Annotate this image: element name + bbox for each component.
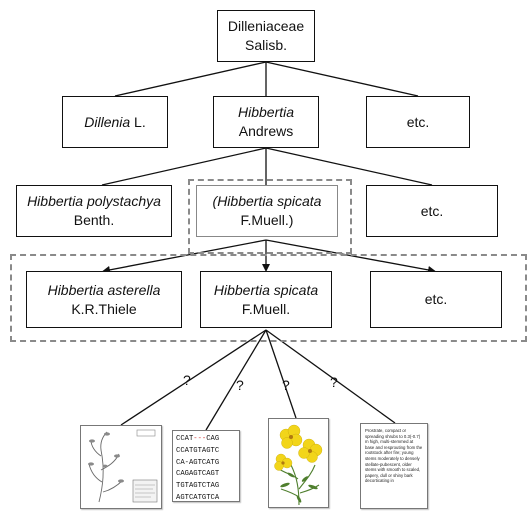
dna-sequence-panel xyxy=(172,430,240,502)
node-polystachya-name: Hibbertia polystachya xyxy=(27,193,161,209)
question-mark-specimen: ? xyxy=(183,372,191,388)
node-species-etc-label: etc. xyxy=(420,202,444,219)
node-spicata-author: F.Muell. xyxy=(241,300,291,317)
node-dilleniaceae: Dilleniaceae Salisb. xyxy=(217,10,315,62)
sequence-line-4: CAGAGTCAGT xyxy=(176,470,220,479)
node-hibbertia-author: Andrews xyxy=(238,123,294,139)
edge-to-sequence xyxy=(205,329,267,431)
herbarium-specimen-image xyxy=(80,425,162,509)
node-genus-etc: etc. xyxy=(366,96,470,148)
species-description-text: Prostrate, compact or spreading shrubs t… xyxy=(365,428,423,484)
edge-root-etc xyxy=(265,61,419,97)
node-hibbertia-spicata-old: (Hibbertia spicata F.Muell.) xyxy=(196,185,338,237)
sequence-line-2: CCATGTAGTC xyxy=(176,446,220,455)
edge-hibbertia-polystachya xyxy=(101,147,267,186)
botanical-illustration xyxy=(268,418,329,508)
edge-hibbertia-etc xyxy=(265,147,433,186)
question-mark-sequence: ? xyxy=(236,377,244,393)
specimen-plant-icon xyxy=(88,429,158,503)
edge-to-illustration xyxy=(265,329,297,419)
node-asterella-name: Hibbertia asterella xyxy=(47,281,161,298)
node-split-etc: etc. xyxy=(370,271,502,328)
sequence-line-3: CA-AGTCATG xyxy=(176,458,220,467)
node-hibbertia-asterella: Hibbertia asterella K.R.Thiele xyxy=(26,271,182,328)
node-hibbertia-name: Hibbertia xyxy=(237,104,295,120)
edge-to-description xyxy=(265,329,396,424)
node-dillenia: Dillenia L. xyxy=(62,96,168,148)
node-dillenia-label: Dillenia L. xyxy=(84,113,146,130)
node-dilleniaceae-name: Dilleniaceae xyxy=(227,18,305,34)
node-spicata-name: Hibbertia spicata xyxy=(213,281,319,298)
node-spicata-old-name: (Hibbertia spicata xyxy=(212,193,322,209)
species-description-document xyxy=(360,423,428,509)
sequence-line-1: CCAT---CAG xyxy=(176,435,220,443)
sequence-line-5: TGTAGTCTAG xyxy=(176,482,220,491)
node-dilleniaceae-author: Salisb. xyxy=(244,37,288,53)
node-hibbertia-polystachya: Hibbertia polystachya Benth. xyxy=(16,185,172,237)
node-polystachya-author: Benth. xyxy=(73,212,115,228)
node-species-etc: etc. xyxy=(366,185,498,237)
question-mark-illustration: ? xyxy=(282,377,290,393)
edge-to-specimen xyxy=(120,329,267,426)
node-hibbertia-spicata: Hibbertia spicata F.Muell. xyxy=(200,271,332,328)
node-genus-etc-label: etc. xyxy=(406,113,430,130)
dashed-highlight-old-name xyxy=(188,179,352,254)
dashed-highlight-split-names xyxy=(10,254,527,342)
node-asterella-author: K.R.Thiele xyxy=(71,300,137,317)
sequence-line-6: AGTCATGTCA xyxy=(176,493,220,502)
node-split-etc-label: etc. xyxy=(424,291,448,307)
question-mark-description: ? xyxy=(330,374,338,390)
node-spicata-old-author: F.Muell.) xyxy=(240,212,294,228)
yellow-flower-icon xyxy=(274,424,323,506)
dna-sequence-text: CCAT---CAG CCATGTAGTC CA-AGTCATG CAGAGTCAGT… xyxy=(176,434,219,505)
node-hibbertia: Hibbertia Andrews xyxy=(213,96,319,148)
edge-root-dillenia xyxy=(114,61,267,97)
